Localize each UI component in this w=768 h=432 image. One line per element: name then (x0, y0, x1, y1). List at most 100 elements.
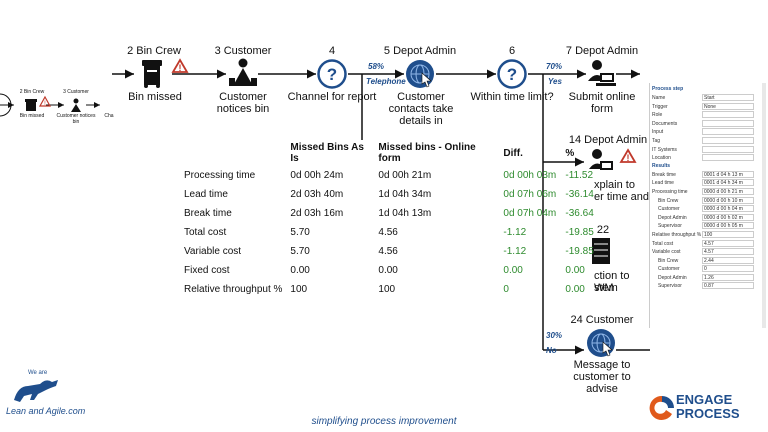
table-row: Relative throughput % 100 100 0 0.00 (180, 280, 599, 299)
start-circle (0, 93, 12, 117)
panel-field[interactable]: 4.57 (702, 239, 754, 247)
panel-field[interactable] (702, 119, 754, 127)
panel-row: Input (650, 128, 766, 137)
panel-row: Tag (650, 136, 766, 146)
computer-user-icon[interactable] (587, 148, 615, 176)
question-icon[interactable]: ? (497, 59, 527, 89)
online-form-value: 0.00 (378, 265, 398, 276)
mini-step-customer-header: 3 Customer (63, 89, 89, 95)
panel-row: Role (650, 111, 766, 120)
step-24-label: Message to customer to advise (573, 359, 631, 395)
panel-dropdown[interactable] (702, 154, 754, 162)
panel-field[interactable]: 0000 d 00 h 05 m (702, 222, 754, 230)
pct-value: 0.00 (565, 265, 585, 276)
mini-step-bin-missed-label: Bin missed (19, 113, 45, 119)
panel-row: Processing time 0000 d 00 h 21 m (650, 187, 766, 197)
panel-key: Bin Crew (658, 257, 679, 264)
engage-logo-icon (649, 395, 674, 420)
panel-field[interactable]: 0000 d 00 h 04 m (702, 205, 754, 213)
online-form-value: 4.56 (378, 246, 398, 257)
panel-field[interactable] (702, 136, 754, 144)
panel-field[interactable]: 0001 d 04 h 34 m (702, 179, 754, 187)
svg-text:?: ? (507, 65, 517, 84)
person-icon[interactable] (228, 58, 258, 88)
step-14-label-1: xplain to (594, 179, 635, 191)
no-pct: 30% (546, 331, 563, 340)
panel-scrollbar[interactable] (762, 83, 766, 328)
table-header (180, 140, 286, 166)
globe-cursor-icon[interactable] (405, 59, 435, 89)
panel-field[interactable] (702, 128, 754, 136)
panel-field[interactable]: 0 (702, 265, 754, 273)
table-header-row: Missed Bins As Is Missed bins - Online f… (180, 140, 599, 166)
panel-field[interactable]: Start (702, 94, 754, 101)
lean-agile-logo: We are Lean and Agile.com (6, 370, 85, 426)
pct-value: -36.14 (565, 189, 594, 200)
panel-field[interactable]: 2.44 (702, 256, 754, 264)
computer-user-icon[interactable] (586, 59, 616, 89)
as-is-value: 5.70 (290, 227, 310, 238)
panel-key: Name (652, 95, 666, 101)
row-label: Processing time (184, 170, 256, 181)
panel-field[interactable]: 100 (702, 230, 754, 238)
server-icon[interactable] (590, 237, 612, 265)
panel-field[interactable]: 1.26 (702, 273, 754, 281)
panel-field[interactable]: 0000 d 00 h 10 m (702, 196, 754, 204)
panel-row: Documents (650, 119, 766, 129)
step-4-label: Channel for report (287, 91, 377, 103)
panel-title: Process step (652, 86, 684, 92)
logo-right-line2: PROCESS (676, 406, 740, 421)
step-5-label: Customer contacts take details in (388, 91, 454, 127)
panel-field[interactable] (702, 111, 754, 119)
mini-bin-icon (25, 99, 37, 111)
panel-key: Location (652, 155, 671, 162)
panel-key: Documents (652, 120, 678, 127)
table-row: Fixed cost 0.00 0.00 0.00 0.00 (180, 261, 599, 280)
panel-key: Customer (658, 266, 680, 273)
no-label: No (546, 346, 557, 355)
svg-text:?: ? (327, 65, 337, 84)
panel-field[interactable]: 0.87 (702, 282, 754, 290)
step-24-header: 24 Customer (570, 314, 634, 326)
step-6-label: Within time limit? (470, 91, 554, 103)
mini-person-icon (71, 98, 81, 112)
online-form-value: 1d 04h 13m (378, 208, 432, 219)
step-22-header: 22 (596, 224, 610, 236)
globe-cursor-icon[interactable] (586, 328, 616, 358)
panel-key: Relative throughput % (652, 231, 702, 238)
warning-icon: ! (619, 148, 637, 163)
panel-field[interactable]: 0001 d 04 h 13 m (702, 170, 754, 178)
svg-text:!: ! (627, 153, 630, 163)
panel-field[interactable]: 4.57 (702, 248, 754, 256)
table-header: Missed Bins As Is (290, 142, 364, 164)
bin-icon[interactable] (140, 58, 164, 88)
row-label: Variable cost (184, 246, 242, 257)
panel-key: Customer (658, 206, 680, 213)
panel-dropdown[interactable] (702, 145, 754, 153)
panel-field[interactable]: 0000 d 00 h 21 m (702, 187, 754, 195)
svg-text:!: ! (44, 101, 46, 107)
panel-field[interactable]: 0000 d 00 h 02 m (702, 213, 754, 221)
step-6-header: 6 (508, 45, 516, 57)
diff-value: 0 (503, 284, 509, 295)
logo-right-line1: ENGAGE (676, 392, 733, 407)
row-label: Total cost (184, 227, 227, 238)
panel-dropdown[interactable]: None (702, 102, 754, 110)
footer-tagline: simplifying process improvement (311, 416, 457, 427)
question-icon[interactable]: ? (317, 59, 347, 89)
online-form-value: 4.56 (378, 227, 398, 238)
dog-logo-icon (14, 380, 58, 402)
panel-key: Supervisor (658, 223, 682, 230)
telephone-pct: 58% (368, 62, 385, 71)
as-is-value: 0.00 (290, 265, 310, 276)
panel-row: Depot Admin 0000 d 00 h 02 m (650, 213, 766, 223)
panel-key: Depot Admin (658, 214, 687, 221)
diff-value: 0d 07h 06m (503, 189, 557, 200)
panel-key: Processing time (652, 188, 688, 195)
table-row: Variable cost 5.70 4.56 -1.12 -19.85 (180, 242, 599, 261)
